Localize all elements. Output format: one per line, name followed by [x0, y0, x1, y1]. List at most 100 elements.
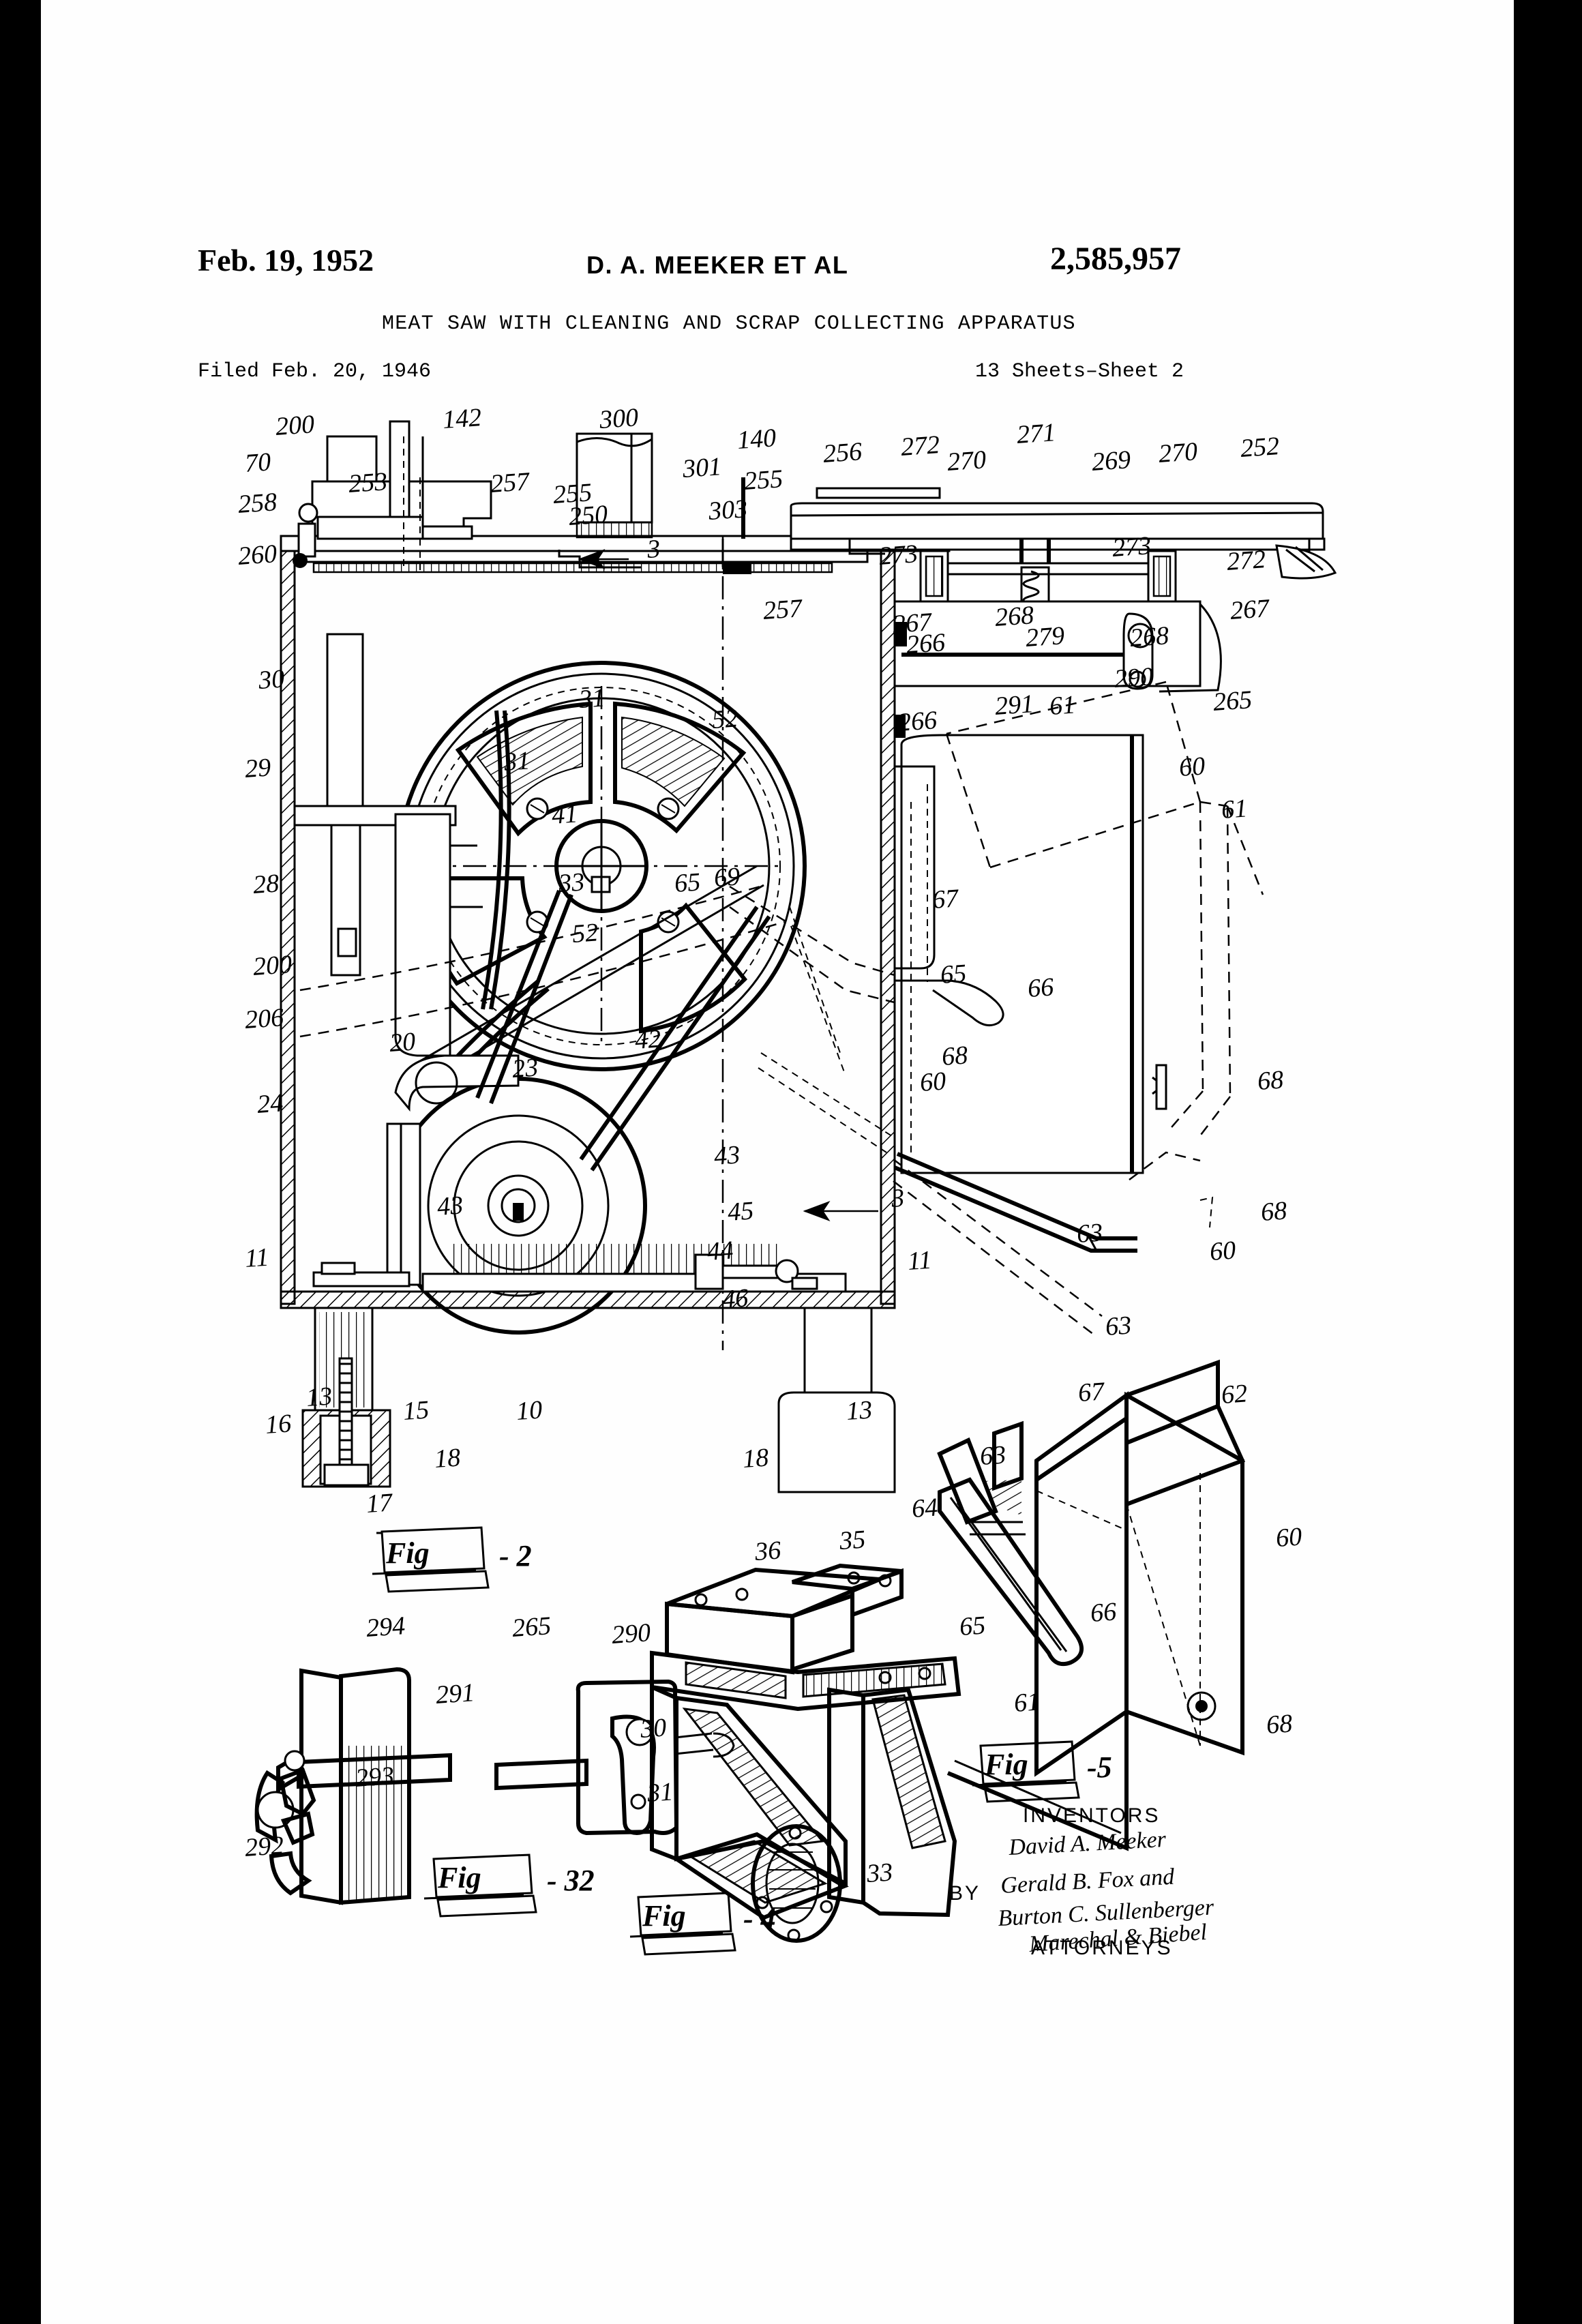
reference-numeral-257: 257	[762, 594, 805, 625]
cabinet-base	[280, 1290, 896, 1309]
housing-200	[326, 435, 378, 483]
figure-2-group: Fig - 2	[280, 420, 1337, 1593]
reference-numeral-292: 292	[244, 1831, 285, 1862]
reference-numeral-257: 257	[490, 467, 532, 498]
reference-numeral-63: 63	[1105, 1311, 1133, 1341]
panel-left-flange	[1034, 1391, 1129, 1484]
roller-260	[293, 553, 308, 568]
reference-numeral-68: 68	[1257, 1065, 1285, 1096]
reference-numeral-265: 265	[1212, 685, 1253, 717]
reference-numeral-255: 255	[552, 478, 593, 509]
reference-numeral-10: 10	[516, 1395, 543, 1426]
inventor-signature-2: Gerald B. Fox and	[1000, 1864, 1176, 1898]
reference-numeral-60: 60	[919, 1067, 947, 1097]
motor-300	[576, 432, 653, 524]
reference-numeral-36: 36	[753, 1536, 782, 1566]
reference-numeral-35: 35	[838, 1525, 867, 1555]
reference-numeral-291: 291	[435, 1678, 476, 1710]
seal-255	[723, 563, 751, 574]
pulley-44	[427, 1114, 610, 1297]
reference-numeral-13: 13	[305, 1382, 333, 1412]
reference-numeral-300: 300	[598, 403, 640, 434]
reference-numeral-267: 267	[1229, 594, 1272, 625]
reference-numeral-66: 66	[1090, 1597, 1118, 1628]
reference-numeral-272: 272	[1226, 545, 1267, 576]
signature-block: INVENTORS ATTORNEYS BY David A. Meeker G…	[949, 1804, 1215, 1959]
figure-4-group: Fig - 4	[629, 1563, 961, 1956]
handle-272	[1275, 544, 1337, 580]
reference-numeral-52: 52	[571, 918, 599, 949]
inventor-signature-1: David A. Meeker	[1007, 1827, 1167, 1860]
column-right	[861, 1687, 957, 1918]
reference-numeral-256: 256	[822, 437, 863, 468]
reference-numeral-15: 15	[402, 1395, 430, 1426]
pin-258	[298, 503, 318, 523]
reference-numeral-301: 301	[681, 452, 723, 483]
table-lower-strip	[312, 562, 833, 573]
reference-numeral-62: 62	[1221, 1379, 1249, 1410]
arm-65-66	[938, 1477, 1084, 1667]
reference-numeral-18: 18	[434, 1443, 462, 1474]
figure-5-group: Fig -5	[937, 1359, 1246, 1851]
fig2-caption: Fig - 2	[372, 1526, 532, 1593]
reference-numeral-290: 290	[1114, 662, 1154, 694]
reference-numeral-270: 270	[946, 445, 987, 477]
reference-numeral-18: 18	[742, 1443, 770, 1474]
reference-numeral-45: 45	[727, 1196, 755, 1227]
svg-text:- 4: - 4	[743, 1902, 776, 1935]
svg-text:Fig: Fig	[437, 1861, 481, 1894]
reference-numeral-61: 61	[1049, 690, 1077, 721]
reference-numeral-3: 3	[646, 535, 661, 564]
rod-291-right	[494, 1758, 588, 1791]
reference-numeral-266: 266	[897, 706, 938, 737]
reference-numeral-260: 260	[237, 539, 278, 571]
svg-text:Fig: Fig	[642, 1899, 686, 1933]
reference-numeral-64: 64	[911, 1493, 939, 1523]
panel-top	[1124, 1403, 1246, 1508]
fig4-caption: Fig - 4	[629, 1892, 776, 1956]
reference-numeral-268: 268	[994, 601, 1035, 632]
fig32-caption: Fig - 32	[423, 1853, 595, 1918]
motor-base	[576, 521, 653, 539]
rod-291-left	[297, 1753, 452, 1789]
reference-numeral-142: 142	[442, 403, 483, 434]
reference-numeral-200: 200	[252, 950, 293, 981]
by-label: BY	[949, 1882, 981, 1905]
reference-numeral-70: 70	[244, 447, 272, 478]
reference-numeral-294: 294	[365, 1611, 406, 1643]
reference-numeral-60: 60	[1209, 1236, 1237, 1266]
plate-294	[339, 1667, 411, 1905]
reference-numeral-30: 30	[639, 1713, 668, 1744]
reference-numeral-206: 206	[244, 1003, 285, 1034]
reference-numeral-68: 68	[1260, 1196, 1288, 1227]
filed-date: Filed Feb. 20, 1946	[198, 360, 432, 383]
roller-box-right	[1147, 550, 1177, 603]
svg-text:- 2: - 2	[499, 1539, 532, 1573]
bracket-30	[326, 633, 364, 820]
reference-numeral-28: 28	[252, 869, 280, 899]
carriage-plate	[790, 537, 1326, 551]
reference-numeral-67: 67	[931, 884, 961, 914]
reference-numeral-293: 293	[355, 1761, 395, 1793]
reference-numeral-61: 61	[1013, 1687, 1041, 1718]
reference-numeral-268: 268	[1129, 621, 1170, 653]
foot-18-right	[777, 1391, 896, 1493]
patent-title: MEAT SAW WITH CLEANING AND SCRAP COLLECT…	[382, 312, 1076, 336]
reference-numeral-60: 60	[1178, 751, 1206, 782]
reference-numeral-17: 17	[365, 1488, 395, 1519]
scanned-sheet: Feb. 19, 1952 D. A. MEEKER ET AL 2,585,9…	[41, 0, 1514, 2324]
reference-numeral-69: 69	[713, 862, 741, 893]
reference-numeral-42: 42	[634, 1024, 662, 1055]
reference-numeral-11: 11	[244, 1243, 270, 1273]
reference-numeral-44: 44	[706, 1236, 734, 1266]
reference-numeral-65: 65	[940, 959, 968, 989]
reference-numeral-66: 66	[1027, 972, 1055, 1003]
reference-numeral-140: 140	[736, 423, 777, 455]
reference-numeral-41: 41	[551, 799, 579, 830]
svg-text:Fig: Fig	[385, 1536, 430, 1570]
lug-266	[895, 622, 907, 646]
reference-numeral-68: 68	[941, 1041, 969, 1071]
reference-numeral-269: 269	[1091, 445, 1132, 477]
reference-numeral-200: 200	[275, 410, 316, 441]
